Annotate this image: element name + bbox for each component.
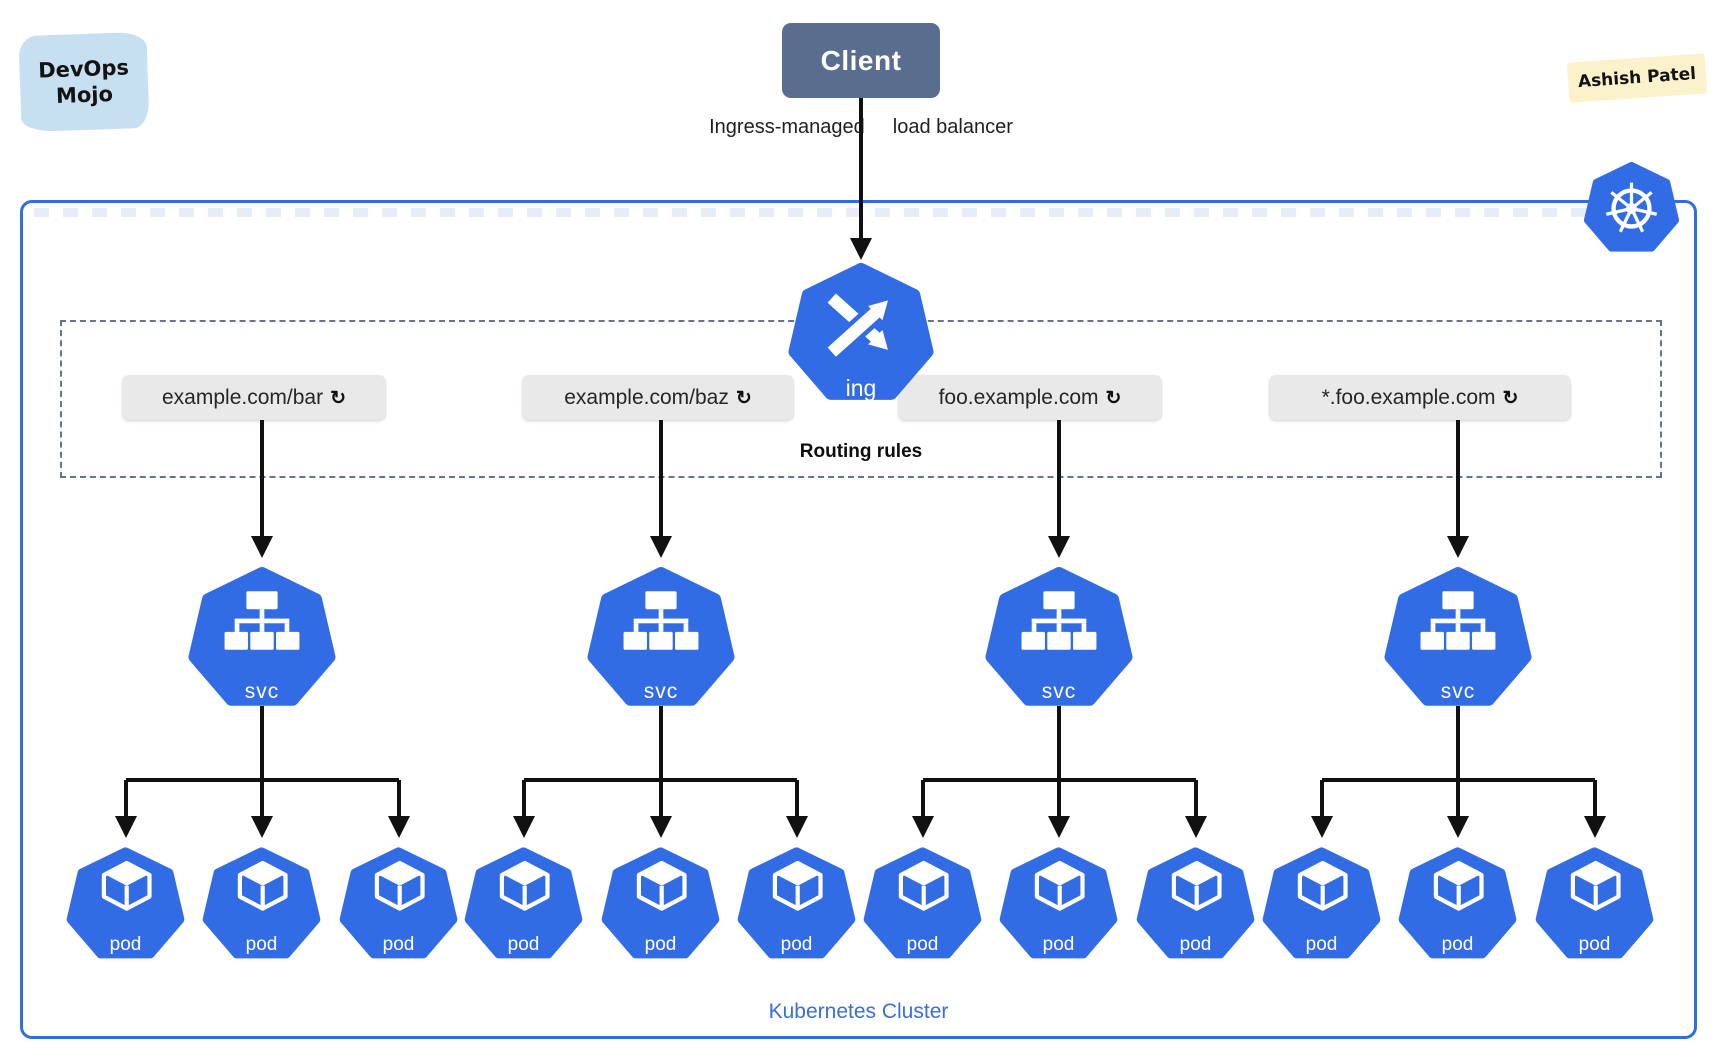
pod-icon: pod (461, 845, 586, 965)
pod-label: pod (644, 934, 677, 955)
pod-icon: pod (336, 845, 461, 965)
ingress-label: ing (845, 375, 877, 401)
service-icon: svc (586, 563, 736, 715)
author-name: Ashish Patel (1577, 63, 1697, 93)
pod-icon: pod (598, 845, 723, 965)
pod-label: pod (1578, 934, 1611, 955)
pod-label: pod (245, 934, 278, 955)
pod-icon: pod (1259, 845, 1384, 965)
refresh-icon: ↻ (735, 387, 752, 409)
service-label: svc (1440, 680, 1476, 703)
client-node: Client (782, 23, 940, 98)
brand-line1: DevOps (37, 55, 130, 83)
brand-line2: Mojo (55, 82, 114, 108)
pod-label: pod (780, 934, 813, 955)
refresh-icon: ↻ (330, 387, 346, 409)
routing-rule-bar: example.com/bar ↻ (123, 376, 385, 420)
pod-label: pod (906, 934, 939, 955)
rule-path: example.com/baz (564, 386, 729, 409)
pod-icon: pod (1395, 845, 1520, 965)
watermark-row (34, 208, 1684, 217)
pod-label: pod (507, 934, 540, 955)
routing-rule-baz: example.com/baz ↻ (523, 376, 793, 420)
service-icon: svc (984, 563, 1134, 715)
service-icon: svc (1383, 563, 1533, 715)
load-balancer-label: Ingress-managed load balancer (461, 116, 1261, 144)
service-label: svc (1041, 680, 1077, 703)
service-icon: svc (187, 563, 337, 715)
service-label: svc (244, 680, 280, 703)
pod-icon: pod (199, 845, 324, 965)
pod-label: pod (1042, 934, 1075, 955)
cluster-label: Kubernetes Cluster (768, 1000, 949, 1023)
routing-rules-title: Routing rules (799, 441, 923, 462)
client-label: Client (820, 44, 902, 76)
rule-path: example.com/bar (162, 386, 324, 409)
author-badge: Ashish Patel (1566, 53, 1708, 103)
service-label: svc (643, 680, 679, 703)
rule-path: *.foo.example.com (1321, 386, 1496, 409)
pod-icon: pod (63, 845, 188, 965)
pod-icon: pod (734, 845, 859, 965)
pod-icon: pod (1532, 845, 1657, 965)
pod-label: pod (382, 934, 415, 955)
rule-path: foo.example.com (938, 386, 1099, 409)
kubernetes-helm-icon (1583, 160, 1680, 255)
pod-label: pod (1179, 934, 1212, 955)
pod-icon: pod (1133, 845, 1258, 965)
routing-rule-wildcard-foo: *.foo.example.com ↻ (1270, 376, 1570, 420)
pod-label: pod (1441, 934, 1474, 955)
load-balancer-label-left: Ingress-managed (709, 116, 865, 138)
load-balancer-label-right: load balancer (892, 116, 1013, 138)
refresh-icon: ↻ (1502, 387, 1519, 409)
pod-label: pod (1305, 934, 1338, 955)
refresh-icon: ↻ (1105, 387, 1122, 409)
pod-icon: pod (860, 845, 985, 965)
pod-icon: pod (996, 845, 1121, 965)
ingress-icon: ing (783, 260, 939, 408)
pod-label: pod (109, 934, 142, 955)
brand-badge: DevOps Mojo (18, 31, 150, 133)
routing-rule-foo: foo.example.com ↻ (899, 376, 1161, 420)
